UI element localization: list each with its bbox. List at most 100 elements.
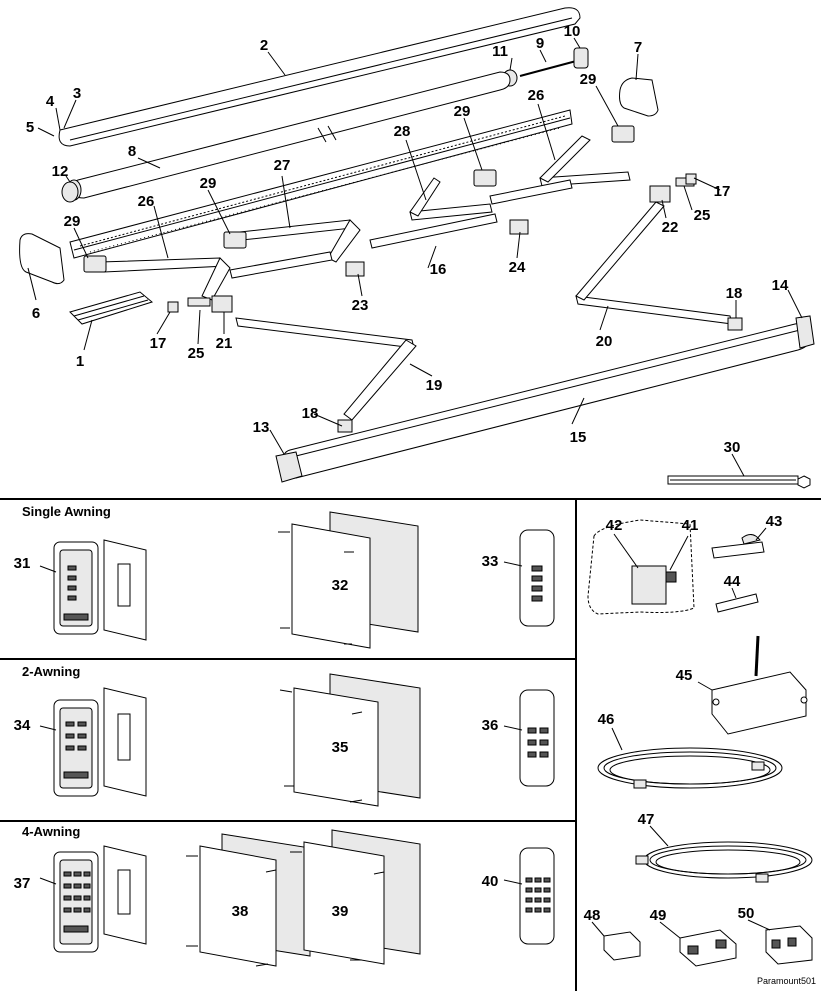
wand-30-part — [667, 475, 811, 489]
connector-18-left — [337, 419, 353, 433]
control-box-35 — [279, 673, 421, 807]
four-awning-row: 37 38 39 40 — [14, 829, 555, 967]
callout-5: 5 — [26, 119, 34, 136]
pin-25-left — [187, 297, 211, 307]
left-end-plate-part — [19, 233, 65, 285]
cable-47 — [635, 825, 813, 883]
callout-39: 39 — [332, 903, 349, 920]
mounting-bracket-part — [69, 291, 154, 325]
pin-44 — [715, 587, 759, 613]
callout-26a: 26 — [138, 193, 155, 210]
bracket-21-part — [211, 295, 233, 313]
callout-41: 41 — [682, 517, 699, 534]
remote-33 — [519, 529, 555, 627]
accessories-panel: 42 41 43 44 45 — [584, 513, 816, 986]
callout-15: 15 — [570, 429, 587, 446]
callout-18a: 18 — [302, 405, 319, 422]
section-title-two: 2-Awning — [22, 664, 80, 679]
awning-rail-part — [69, 109, 573, 259]
shaft-rod-part — [519, 59, 581, 77]
wall-switch-34 — [53, 699, 99, 797]
callout-11: 11 — [492, 43, 508, 60]
connector-49 — [659, 921, 737, 967]
lower-arm-19-part — [235, 317, 417, 421]
bracket-23-part — [345, 261, 365, 277]
callout-30: 30 — [724, 439, 741, 456]
connector-50 — [747, 919, 813, 965]
single-awning-row: 31 32 33 — [14, 511, 555, 649]
end-cap-part — [573, 47, 589, 69]
bracket-29-c — [473, 169, 497, 187]
callout-26b: 26 — [528, 87, 545, 104]
connector-18-right — [727, 317, 743, 331]
callout-3: 3 — [73, 85, 81, 102]
rod-43 — [711, 527, 767, 559]
bracket-29-b — [223, 231, 247, 249]
callout-20: 20 — [596, 333, 613, 350]
wall-plate-31 — [103, 539, 147, 641]
callout-32: 32 — [332, 577, 349, 594]
callout-36: 36 — [482, 717, 499, 734]
callout-31: 31 — [14, 555, 31, 572]
callout-29b: 29 — [200, 175, 217, 192]
end-ring-part — [61, 181, 79, 203]
callout-34: 34 — [14, 717, 31, 734]
wall-switch-37 — [53, 851, 99, 953]
callout-23: 23 — [352, 297, 369, 314]
control-box-32 — [278, 511, 419, 649]
callout-25b: 25 — [694, 207, 711, 224]
wall-plate-37 — [103, 845, 147, 945]
end-cap-14-part — [795, 315, 815, 349]
wall-plate-34 — [103, 687, 147, 797]
section-dividers — [0, 498, 821, 991]
leader-lines — [27, 37, 803, 477]
callout-17a: 17 — [150, 335, 167, 352]
bracket-24-part — [509, 219, 529, 235]
callout-47: 47 — [638, 811, 655, 828]
callout-42: 42 — [606, 517, 623, 534]
callout-1: 1 — [76, 353, 84, 370]
section-title-single: Single Awning — [22, 504, 111, 519]
connector-48 — [591, 921, 641, 961]
callout-17b: 17 — [714, 183, 731, 200]
callout-50: 50 — [738, 905, 755, 922]
callout-29a: 29 — [64, 213, 81, 230]
control-box-38 — [186, 833, 311, 967]
top-cover-part — [58, 7, 581, 147]
right-end-plate-part — [619, 77, 659, 117]
callout-29c: 29 — [454, 103, 471, 120]
control-box-39 — [290, 829, 421, 965]
wireless-module-45 — [697, 635, 808, 735]
callout-2: 2 — [260, 37, 268, 54]
awning-exploded-view: 1 2 3 4 5 6 7 8 9 10 11 12 13 14 15 16 1… — [19, 7, 815, 489]
callout-16: 16 — [430, 261, 447, 278]
callout-43: 43 — [766, 513, 783, 530]
arm-26-left — [99, 257, 231, 301]
clip-17-right — [685, 173, 697, 185]
arm-27 — [239, 219, 361, 263]
bracket-29-d — [611, 125, 635, 143]
callout-12: 12 — [52, 163, 69, 180]
callout-48: 48 — [584, 907, 601, 924]
lower-rail-part — [369, 213, 498, 249]
callout-45: 45 — [676, 667, 693, 684]
remote-40 — [519, 847, 555, 945]
callout-28: 28 — [394, 123, 411, 140]
callout-46: 46 — [598, 711, 615, 728]
callout-44: 44 — [724, 573, 741, 590]
callout-38: 38 — [232, 903, 249, 920]
section-title-four: 4-Awning — [22, 824, 80, 839]
callout-18b: 18 — [726, 285, 743, 302]
wall-switch-31 — [53, 541, 99, 635]
bracket-22-part — [649, 185, 671, 203]
callout-7: 7 — [634, 39, 642, 56]
callout-49: 49 — [650, 907, 667, 924]
callout-35: 35 — [332, 739, 349, 756]
callout-29d: 29 — [580, 71, 597, 88]
callout-24: 24 — [509, 259, 526, 276]
callout-14: 14 — [772, 277, 789, 294]
bracket-29-a — [83, 255, 107, 273]
end-cap-13-part — [275, 451, 303, 483]
remote-36 — [519, 689, 555, 787]
